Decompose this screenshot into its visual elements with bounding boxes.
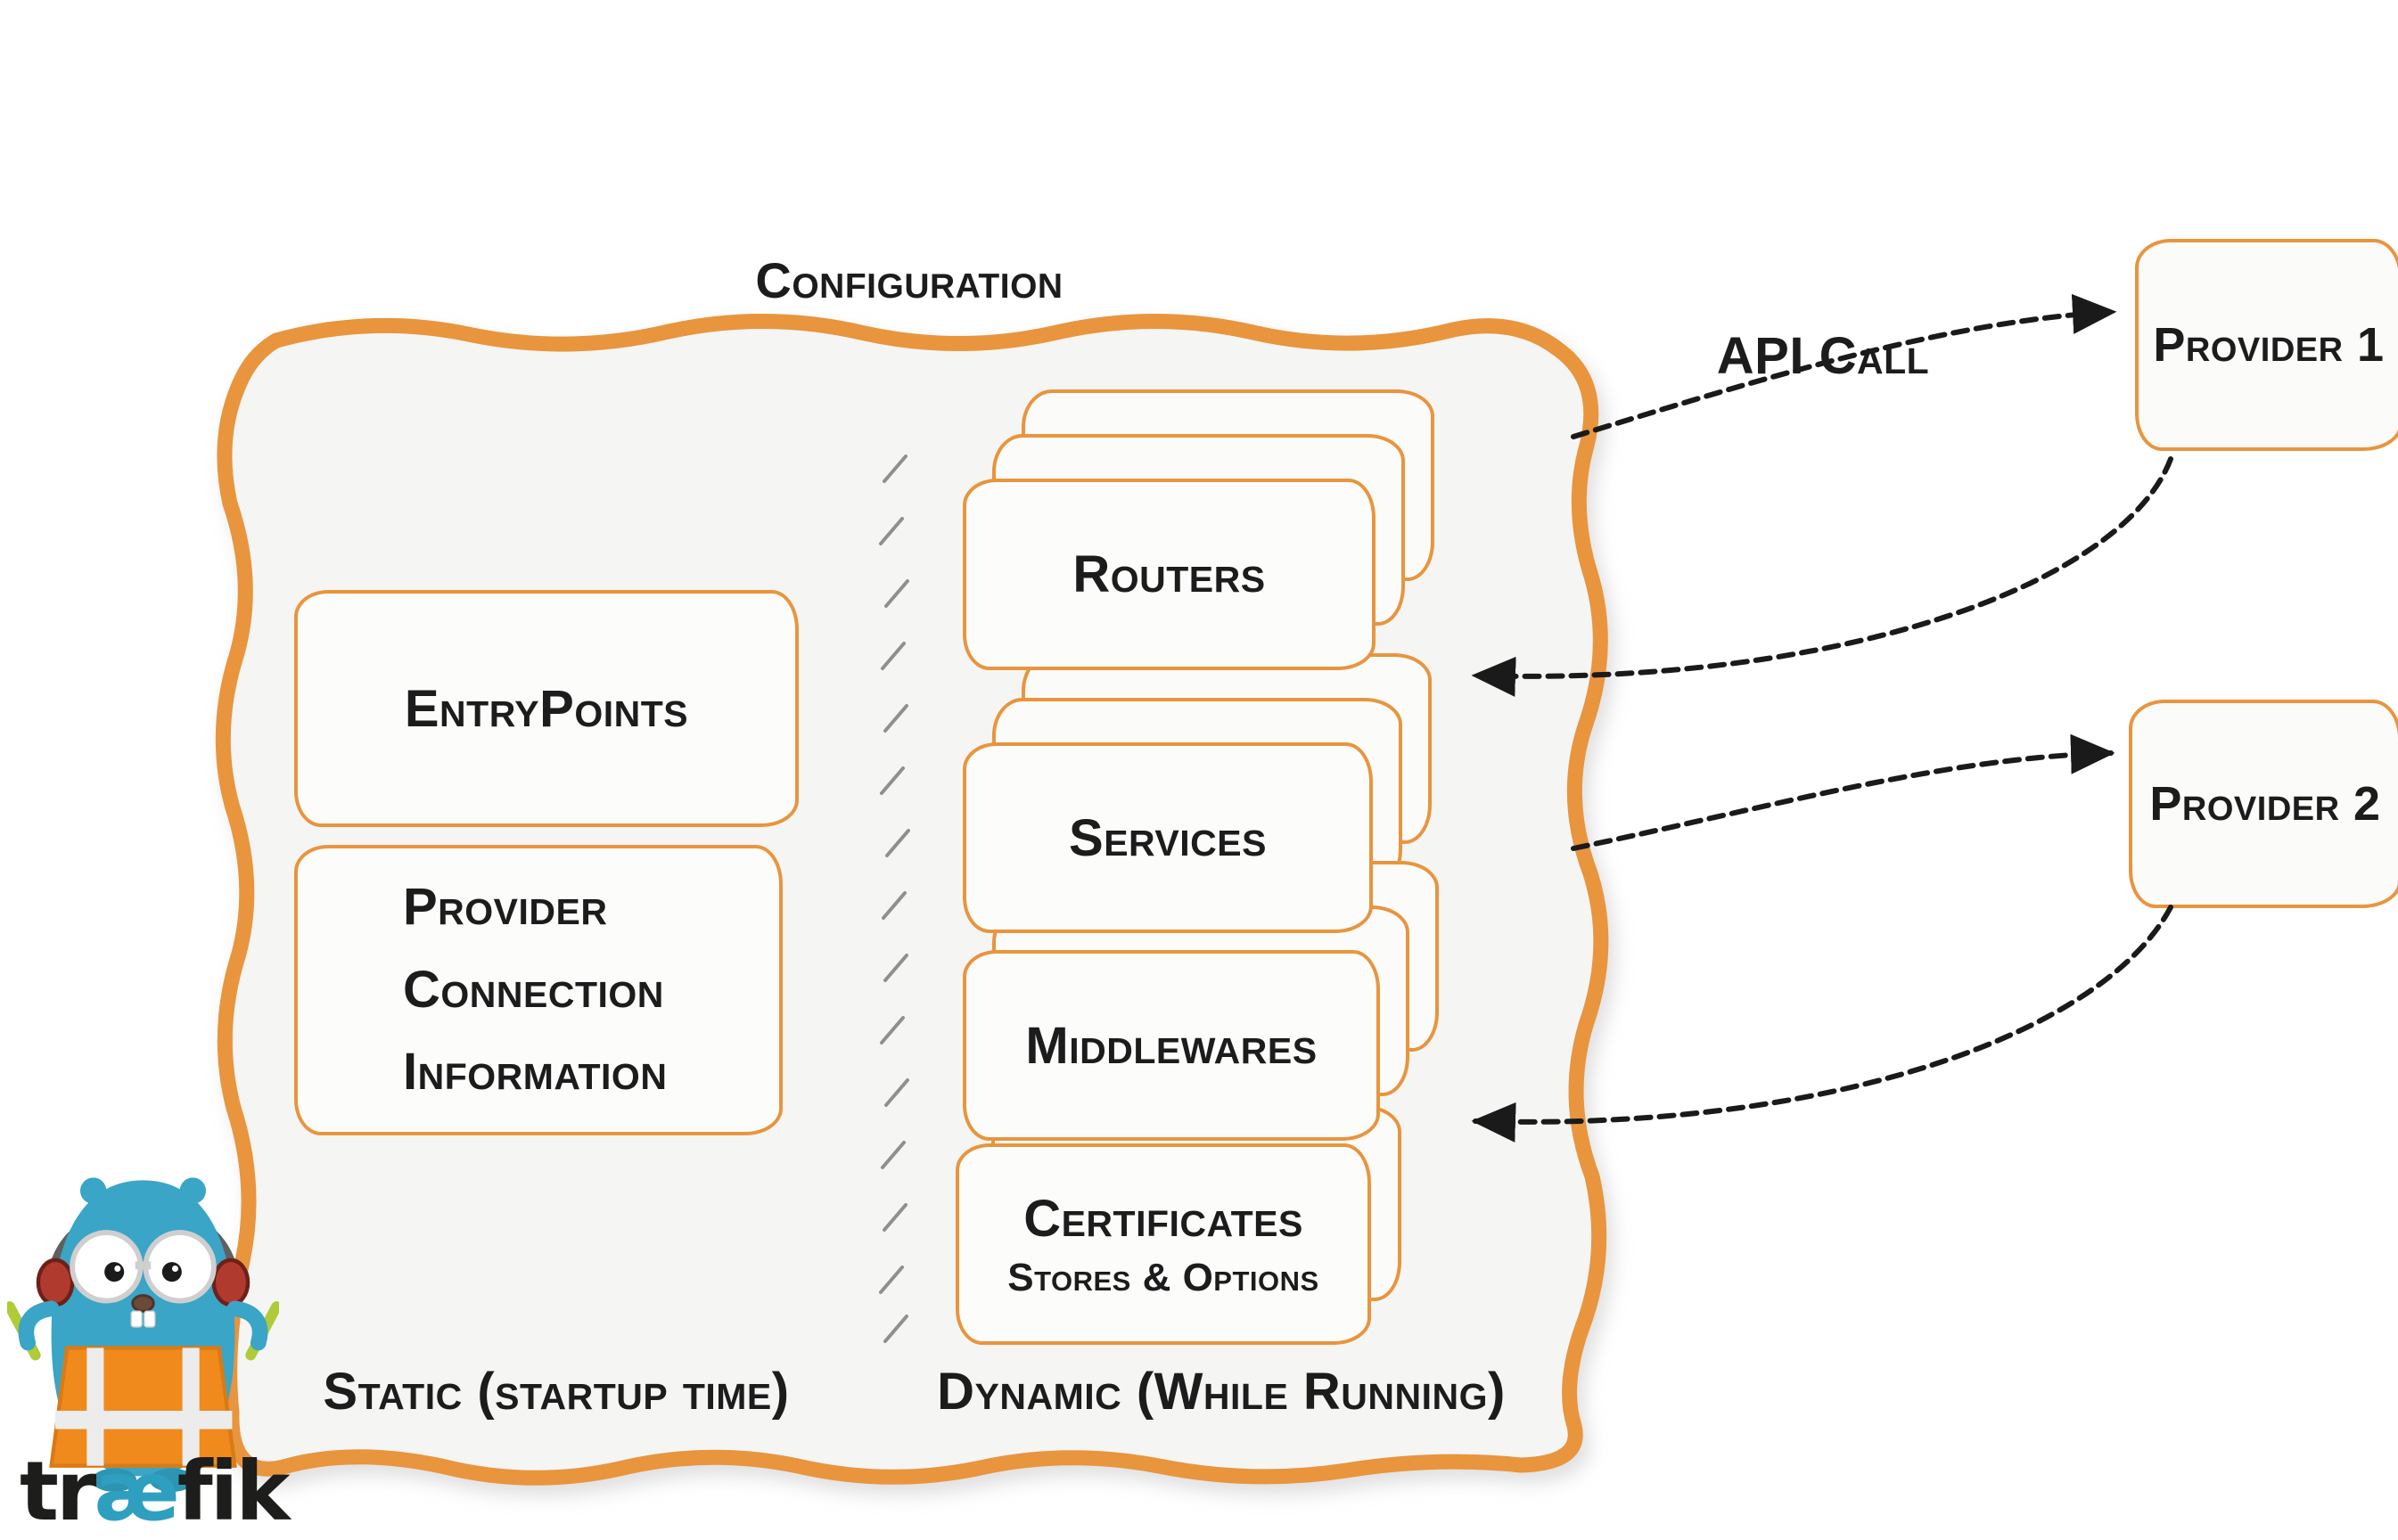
middlewares-label: Middlewares <box>1025 1016 1318 1075</box>
certificates-sublabel: Stores & Options <box>1007 1255 1319 1299</box>
entrypoints-label: EntryPoints <box>404 679 689 738</box>
traefik-logo: træfik <box>7 1151 301 1533</box>
provider-connection-information-box: Provider Connection Information <box>294 845 783 1135</box>
gopher-ear-right <box>179 1177 207 1204</box>
certificates-label: Certificates <box>1023 1189 1303 1248</box>
provider-2-box: Provider 2 <box>2129 700 2398 908</box>
routers-box: Routers <box>963 479 1376 670</box>
api-call-label: API Call <box>1716 327 1930 385</box>
entrypoints-box: EntryPoints <box>294 590 799 827</box>
gopher-arm-right <box>226 1300 268 1351</box>
goggle-bridge <box>135 1261 152 1270</box>
headphone-cup-right <box>211 1257 250 1307</box>
eye-glint-left <box>114 1265 121 1273</box>
eye-glint-right <box>171 1265 179 1273</box>
gopher-arm-left <box>18 1300 60 1351</box>
gopher-ear-left <box>79 1177 107 1204</box>
wordmark-ae-ligature: æ <box>94 1444 179 1539</box>
vest-stripe-right <box>182 1348 200 1466</box>
gopher-tooth-right <box>144 1310 156 1328</box>
vest-stripe-left <box>86 1348 104 1466</box>
provider-2-label: Provider 2 <box>2149 777 2381 831</box>
gopher-foot-right <box>149 1468 194 1493</box>
routers-label: Routers <box>1072 545 1266 603</box>
gopher-nose <box>131 1294 155 1313</box>
gopher-tooth-left <box>130 1310 143 1328</box>
provider-info-line-3: Information <box>403 1043 668 1102</box>
provider-info-line-1: Provider <box>403 877 608 936</box>
wordmark-pre: tr <box>20 1444 96 1539</box>
gopher-pupil-left <box>104 1262 125 1282</box>
certificates-box: Certificates Stores & Options <box>956 1143 1371 1345</box>
headphone-cup-left <box>36 1257 75 1307</box>
arrow-to-provider-2 <box>1571 733 2115 851</box>
services-box: Services <box>963 742 1373 933</box>
services-label: Services <box>1069 808 1267 867</box>
static-column-label: Static (startup time) <box>323 1363 790 1421</box>
wordmark-post: fik <box>177 1444 291 1539</box>
provider-1-label: Provider 1 <box>2153 318 2385 372</box>
provider-2-return-arrow <box>1471 905 2173 1143</box>
configuration-title: Configuration <box>755 252 1063 308</box>
provider-1-return-arrow <box>1471 456 2173 697</box>
provider-1-box: Provider 1 <box>2135 239 2398 451</box>
gopher-pupil-right <box>161 1262 182 1282</box>
vest-stripe-horizontal <box>55 1410 233 1429</box>
traefik-gopher-mascot <box>7 1177 279 1493</box>
middlewares-box: Middlewares <box>963 950 1380 1141</box>
api-call-arrow-to-provider-1 <box>1571 293 2117 439</box>
provider-info-line-2: Connection <box>403 960 664 1019</box>
divider-tick-marks <box>879 455 910 1343</box>
dynamic-column-label: Dynamic (While Running) <box>937 1363 1506 1421</box>
gopher-foot-left <box>92 1468 137 1493</box>
traefik-wordmark: træfik <box>20 1451 291 1533</box>
